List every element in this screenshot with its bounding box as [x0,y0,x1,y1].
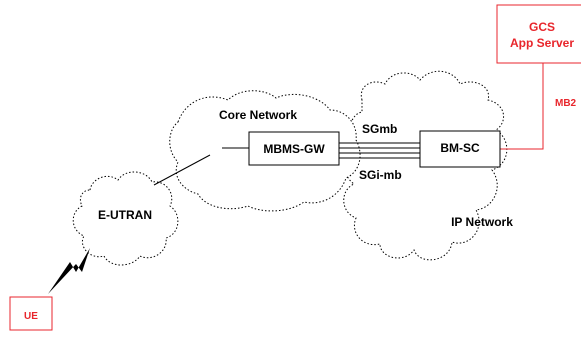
ip-network-label: IP Network [451,215,513,229]
mb2-link [500,63,544,150]
e-utran-core-link [153,154,211,186]
mbms-gw-label: MBMS-GW [263,142,325,156]
e-utran-cloud [72,171,179,266]
gcs-server-label-line2: App Server [510,36,574,50]
gcs-app-server-box [496,4,581,64]
bm-sc-box [419,130,501,168]
ue-box [9,296,53,331]
e-utran-label: E-UTRAN [98,208,152,222]
core-network-label: Core Network [219,108,297,122]
ue-label: UE [24,311,38,322]
gcs-server-label-line1: GCS [529,20,555,34]
bm-sc-label: BM-SC [440,141,480,155]
sgi-mb-label: SGi-mb [359,168,402,182]
radio-link-lightning-icon [48,248,90,294]
mb2-label: MB2 [555,98,577,109]
sgmb-label: SGmb [362,122,397,136]
mbms-gw-box [248,131,340,166]
